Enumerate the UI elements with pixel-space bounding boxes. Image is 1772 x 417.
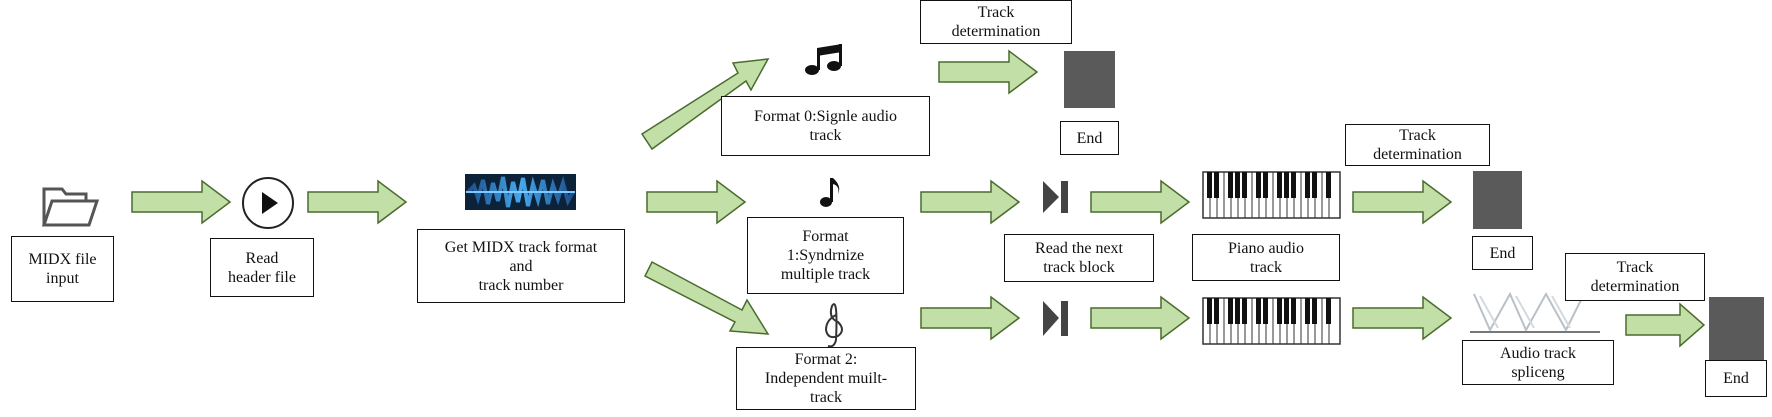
get-track-format-label: Get MIDX track format and track number: [417, 229, 625, 303]
arrow-to-format0: [640, 58, 770, 151]
format1-label: Format 1:Syndrnize multiple track: [747, 217, 904, 294]
arrow-format0-to-det: [938, 49, 1039, 95]
read-next-block-label: Read the next track block: [1004, 234, 1154, 282]
arrow-format2-to-read: [920, 295, 1021, 341]
arrow-to-format1: [646, 179, 747, 225]
music-note-icon: [820, 178, 840, 207]
waveform-icon: [465, 174, 576, 210]
treble-clef-icon: [824, 303, 843, 348]
track-determination-label-1: Track determination: [920, 0, 1072, 44]
music-note-double-icon: [805, 44, 842, 75]
midx-file-input-label: MIDX file input: [11, 236, 114, 302]
piano-audio-track-label: Piano audio track: [1192, 234, 1340, 281]
arrow-splice-to-det: [1625, 302, 1706, 348]
arrow-format1-to-read: [920, 179, 1021, 225]
folder-icon: [41, 187, 100, 227]
end-label-3: End: [1705, 360, 1767, 397]
audio-track-splicing-label: Audio track spliceng: [1462, 340, 1614, 385]
end-label-2: End: [1472, 236, 1533, 270]
play-next-icon: [1043, 181, 1068, 213]
end-block-icon: [1064, 51, 1115, 108]
end-block-icon-2: [1473, 171, 1522, 229]
arrow-read2-to-piano2: [1090, 295, 1191, 341]
piano-keys-icon-2: [1202, 297, 1341, 345]
arrow-piano-to-det: [1352, 179, 1453, 225]
arrow-piano2-to-splice: [1352, 295, 1453, 341]
read-header-label: Read header file: [210, 238, 314, 297]
end-block-icon-3: [1709, 297, 1764, 360]
piano-keys-icon: [1202, 171, 1341, 219]
track-determination-label-2: Track determination: [1345, 124, 1490, 166]
arrow-input-to-header: [131, 179, 232, 225]
format0-label: Format 0:Signle audio track: [721, 96, 930, 156]
end-label-1: End: [1060, 121, 1119, 155]
play-icon: [242, 177, 294, 229]
format2-label: Format 2: Independent muilt- track: [736, 347, 916, 410]
arrow-header-to-format: [307, 179, 408, 225]
arrow-read-to-piano: [1090, 179, 1191, 225]
arrow-to-format2: [643, 260, 770, 335]
track-determination-label-3: Track determination: [1565, 253, 1705, 301]
play-next-icon-2: [1043, 301, 1068, 336]
